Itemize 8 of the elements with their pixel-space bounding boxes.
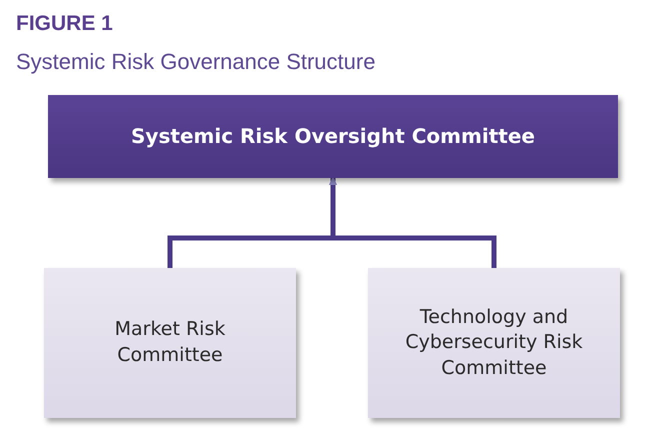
- figure-caption: Systemic Risk Governance Structure: [16, 49, 376, 75]
- committee-name: Systemic Risk Oversight Committee: [131, 123, 535, 150]
- figure-title: FIGURE 1: [16, 12, 113, 36]
- committee-box: [368, 268, 620, 418]
- committee-name: Technology and Cybersecurity Risk Committee: [404, 304, 584, 381]
- committee-name: Market Risk Committee: [114, 317, 226, 368]
- committee-banner: [48, 95, 618, 178]
- committee-box: [44, 268, 296, 418]
